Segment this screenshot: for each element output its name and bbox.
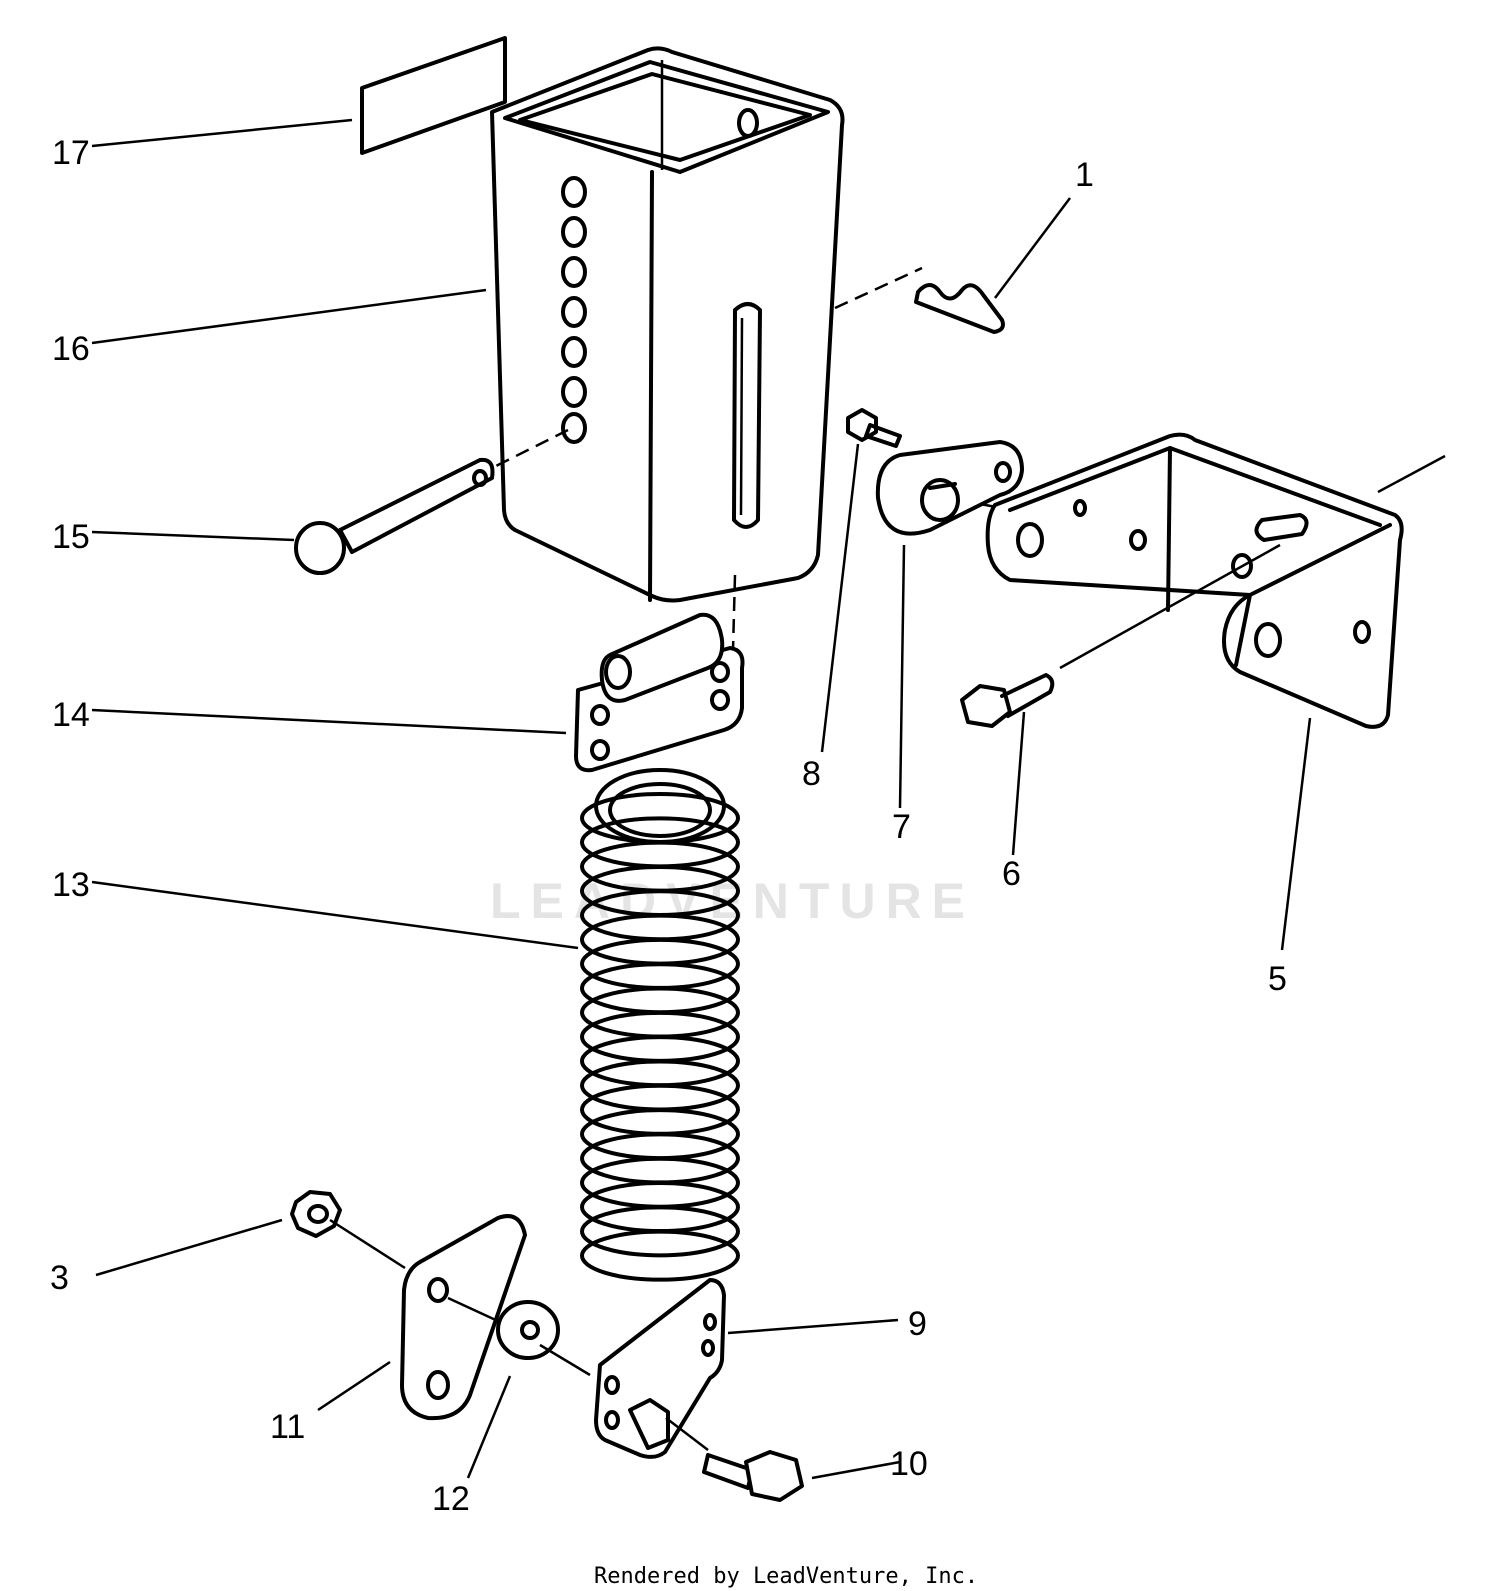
callout-9: 9 xyxy=(908,1305,927,1343)
part-16-square-tube xyxy=(490,46,845,603)
leader-lines xyxy=(91,118,1446,1480)
part-9-lower-bracket xyxy=(594,1278,726,1459)
callout-16: 16 xyxy=(52,330,90,368)
spring-top-coil xyxy=(594,768,726,844)
tube-holes xyxy=(561,108,759,444)
callout-14: 14 xyxy=(52,696,90,734)
callout-1: 1 xyxy=(1075,156,1094,194)
callout-17: 17 xyxy=(52,134,90,172)
part-12-washer xyxy=(496,1300,560,1360)
part-8-screw xyxy=(846,408,902,448)
callout-11: 11 xyxy=(270,1408,305,1446)
part-11-triangle-plate xyxy=(400,1214,527,1421)
spring-coil xyxy=(580,1229,740,1282)
render-credit: Rendered by LeadVenture, Inc. xyxy=(594,1564,978,1589)
part-14-hinge-bracket xyxy=(574,612,745,773)
callout-8: 8 xyxy=(802,755,821,793)
callout-labels: 1 3 5 6 7 8 9 10 11 12 13 14 15 16 17 xyxy=(50,134,1287,1518)
callout-13: 13 xyxy=(52,866,90,904)
callout-3: 3 xyxy=(50,1259,69,1297)
spring-top-coil-inner xyxy=(608,782,712,838)
callout-7: 7 xyxy=(892,808,911,846)
callout-10: 10 xyxy=(890,1445,928,1483)
part-17-decal xyxy=(360,36,507,155)
callout-5: 5 xyxy=(1268,960,1287,998)
spring-coil xyxy=(580,1205,740,1258)
part-15-clevis-pin xyxy=(294,457,495,575)
callout-12: 12 xyxy=(432,1480,470,1518)
part-3-nut xyxy=(290,1190,342,1238)
callout-6: 6 xyxy=(1002,855,1021,893)
part-13-coil-spring xyxy=(580,768,740,1282)
part-7-pivot-plate xyxy=(875,440,1024,536)
part-10-bolt xyxy=(702,1450,804,1502)
part-1-hairpin-clip xyxy=(914,283,1005,334)
part-5-u-bracket xyxy=(985,432,1404,729)
callout-15: 15 xyxy=(52,518,90,556)
part-6-hex-bolt xyxy=(960,543,1281,728)
